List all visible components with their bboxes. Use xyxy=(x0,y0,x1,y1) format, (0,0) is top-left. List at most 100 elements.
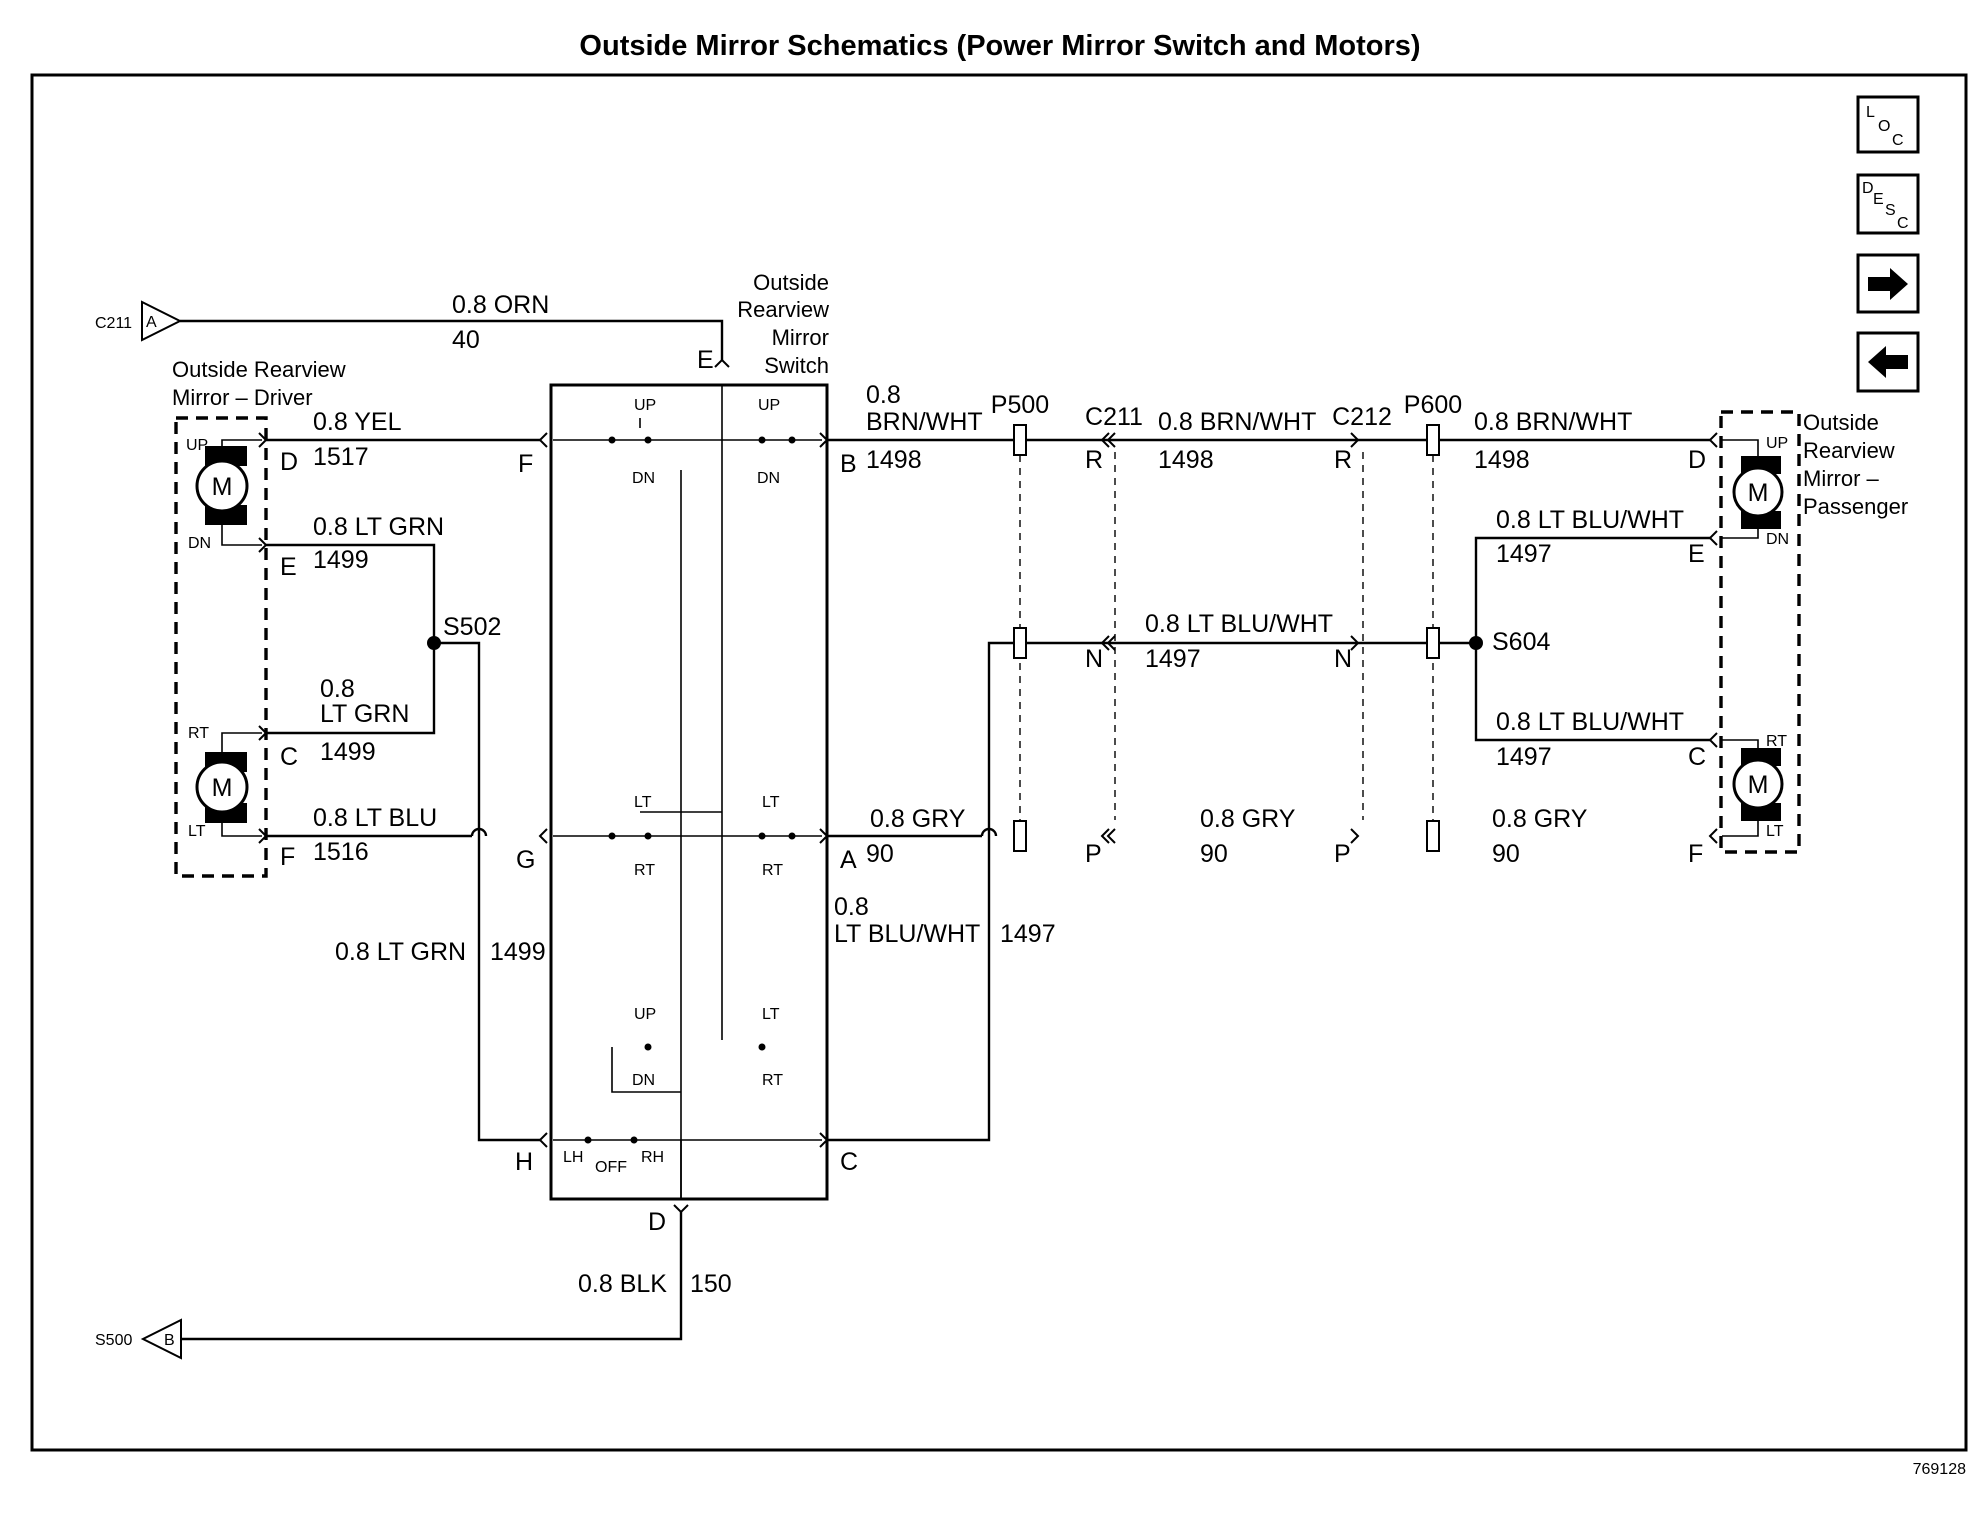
driver-pin-e: E xyxy=(280,553,297,581)
c211-pin-r: R xyxy=(1085,446,1103,474)
wire-ltbluwht-sw-gauge-1: 0.8 xyxy=(834,893,869,921)
wire-gry-pas-circuit: 90 xyxy=(1492,840,1520,868)
svg-text:RT: RT xyxy=(1766,733,1787,750)
wire-ltgrn-e-gauge: 0.8 LT GRN xyxy=(313,513,444,541)
wire-blk-150 xyxy=(181,1212,683,1341)
svg-text:RH: RH xyxy=(641,1149,664,1166)
pin-chevron xyxy=(1708,732,1718,748)
wire-brnwht-mid-circuit: 1498 xyxy=(1158,446,1214,474)
switch-pin-b: B xyxy=(840,450,857,478)
wire-gry-pas-gauge: 0.8 GRY xyxy=(1492,805,1588,833)
c212-pin-n: N xyxy=(1334,645,1352,673)
driver-motor-updn-symbol: M xyxy=(212,473,233,501)
wire-ltgrn-c-gauge-1: 0.8 xyxy=(320,675,355,703)
p600-passthrough: P600 xyxy=(1404,391,1462,852)
pin-chevron xyxy=(538,1132,548,1148)
pin-chevron xyxy=(258,725,268,741)
pin-chevron xyxy=(1100,635,1110,651)
figure-id: 769128 xyxy=(1913,1461,1966,1478)
loc-button[interactable]: L O C xyxy=(1856,95,1920,154)
splice-s604-label: S604 xyxy=(1492,628,1550,656)
pin-chevron xyxy=(673,1204,689,1214)
driver-lt-label: LT xyxy=(188,823,206,840)
wire-ltbluwht-mid-circuit: 1497 xyxy=(1145,645,1201,673)
page-title: Outside Mirror Schematics (Power Mirror … xyxy=(579,30,1420,62)
passenger-pin-d: D xyxy=(1688,446,1706,474)
wire-brnwht-sw-circuit: 1498 xyxy=(866,446,922,474)
splice-s502-label: S502 xyxy=(443,613,501,641)
wire-ltgrn-c-gauge-2: LT GRN xyxy=(320,700,409,728)
wire-yel-circuit: 1517 xyxy=(313,443,369,471)
wire-gry-sw-circuit: 90 xyxy=(866,840,894,868)
passenger-pin-e: E xyxy=(1688,540,1705,568)
wire-ltbluwht-c-gauge: 0.8 LT BLU/WHT xyxy=(1496,708,1684,736)
wire-gry-mid-gauge: 0.8 GRY xyxy=(1200,805,1296,833)
svg-text:RT: RT xyxy=(634,862,655,879)
wire-ltgrn-1499-e xyxy=(266,543,436,643)
switch-pin-e: E xyxy=(697,346,714,374)
passenger-motor-updn-symbol: M xyxy=(1748,479,1769,507)
desc-letter-e: E xyxy=(1873,191,1884,208)
wire-ltblu-circuit: 1516 xyxy=(313,838,369,866)
prev-button[interactable] xyxy=(1856,331,1920,393)
switch-label-2: Rearview xyxy=(737,297,829,322)
svg-text:RT: RT xyxy=(762,1072,783,1089)
desc-letter-d: D xyxy=(1862,180,1874,197)
svg-text:UP: UP xyxy=(758,397,780,414)
desc-letter-s: S xyxy=(1885,202,1896,219)
svg-text:LH: LH xyxy=(563,1149,583,1166)
c211-connector: C211 R N P xyxy=(1085,403,1143,868)
desc-button[interactable]: D E S C xyxy=(1856,173,1920,235)
driver-motor-ltrt-symbol: M xyxy=(212,774,233,802)
wire-ltbluwht-c-circuit: 1497 xyxy=(1496,743,1552,771)
svg-text:LT: LT xyxy=(634,794,652,811)
c212-pin-p: P xyxy=(1334,840,1351,868)
svg-text:UP: UP xyxy=(1766,435,1788,452)
switch-pin-g: G xyxy=(516,846,535,874)
passenger-mirror-label-2: Rearview xyxy=(1803,438,1895,463)
driver-dn-label: DN xyxy=(188,535,211,552)
wire-orn-40 xyxy=(180,319,724,360)
wire-ltgrn-1499-h xyxy=(434,641,540,1142)
passenger-mirror: Outside Rearview Mirror – Passenger M UP… xyxy=(1719,410,1908,854)
wire-ltbluwht-sw-circuit: 1497 xyxy=(1000,920,1056,948)
wire-gry-sw-gauge: 0.8 GRY xyxy=(870,805,966,833)
wire-ltgrn-h-circuit: 1499 xyxy=(490,938,546,966)
pin-chevron xyxy=(819,432,829,448)
switch-pin-a: A xyxy=(840,846,857,874)
switch-pin-f: F xyxy=(518,450,533,478)
switch-label-4: Switch xyxy=(764,353,829,378)
c211-pin-p: P xyxy=(1085,840,1102,868)
c211-input-pin: A xyxy=(146,314,157,331)
desc-letter-c: C xyxy=(1897,215,1909,232)
switch-pin-d: D xyxy=(648,1208,666,1236)
svg-text:UP: UP xyxy=(634,1006,656,1023)
pin-chevron xyxy=(1350,828,1360,844)
c211-pin-n: N xyxy=(1085,645,1103,673)
passenger-mirror-label-1: Outside xyxy=(1803,410,1879,435)
wire-orn-circuit: 40 xyxy=(452,326,480,354)
next-button[interactable] xyxy=(1856,253,1920,314)
pin-chevron xyxy=(1106,635,1116,651)
switch-label-3: Mirror xyxy=(772,325,829,350)
wire-ltbluwht-e-circuit: 1497 xyxy=(1496,540,1552,568)
wire-ltgrn-h-gauge: 0.8 LT GRN xyxy=(335,938,466,966)
pin-chevron xyxy=(1708,432,1718,448)
wire-yel-gauge: 0.8 YEL xyxy=(313,408,402,436)
wire-gry-mid-circuit: 90 xyxy=(1200,840,1228,868)
wire-ltbluwht-sw-gauge-2: LT BLU/WHT xyxy=(834,920,980,948)
loc-letter-l: L xyxy=(1866,104,1875,121)
driver-pin-c: C xyxy=(280,743,298,771)
wire-ltbluwht-1497-e xyxy=(1474,536,1710,643)
pin-chevron xyxy=(1100,828,1110,844)
wire-ltbluwht-1497 xyxy=(827,641,1476,1142)
loc-letter-o: O xyxy=(1878,118,1890,135)
driver-rt-label: RT xyxy=(188,725,209,742)
pin-chevron xyxy=(1708,530,1718,546)
pin-chevron xyxy=(258,537,268,553)
wire-blk-gauge: 0.8 BLK xyxy=(578,1270,667,1298)
wire-blk-circuit: 150 xyxy=(690,1270,732,1298)
pin-chevron xyxy=(1106,828,1116,844)
c211-input-connector: C211 A xyxy=(95,300,183,342)
wire-ltblu-gauge: 0.8 LT BLU xyxy=(313,804,437,832)
